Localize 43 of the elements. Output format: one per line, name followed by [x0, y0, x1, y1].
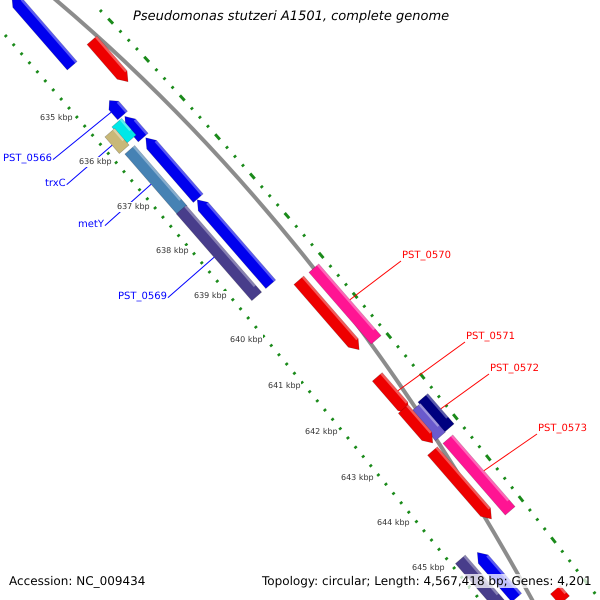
leader-line	[349, 260, 402, 300]
gene-feature	[108, 100, 128, 120]
gene-feature	[372, 372, 410, 414]
leader-line	[483, 434, 538, 472]
gene-bar	[418, 393, 454, 433]
gene-feature	[294, 276, 360, 350]
leader-line	[397, 342, 466, 392]
scale-label: 635 kbp	[40, 113, 73, 123]
gene-label: PST_0569	[118, 291, 167, 303]
gene-bar	[308, 263, 382, 345]
scale-label: 639 kbp	[194, 291, 227, 301]
leader-line	[52, 112, 112, 160]
gene-label: metY	[78, 219, 104, 231]
gene-feature	[196, 199, 276, 289]
scale-label: 637 kbp	[117, 202, 150, 212]
gene-bar	[176, 204, 262, 302]
leader-line	[167, 256, 215, 298]
gene-bar	[442, 434, 516, 516]
scale-label: 638 kbp	[156, 246, 189, 256]
info-text: Accession: NC_009434	[7, 574, 148, 588]
gene-bar	[550, 585, 570, 600]
gene-bar	[104, 128, 130, 154]
gene-label: PST_0572	[490, 363, 539, 375]
gene-feature	[11, 0, 78, 70]
scale-label: 641 kbp	[268, 381, 301, 391]
gene-label: PST_0573	[538, 423, 587, 435]
leader-line	[440, 374, 490, 410]
gene-label: trxC	[45, 178, 66, 190]
scale-label: 636 kbp	[79, 157, 112, 167]
gene-label: PST_0566	[3, 153, 52, 165]
scale-label: 640 kbp	[230, 335, 263, 345]
gene-feature	[145, 137, 204, 203]
gene-feature	[398, 404, 434, 444]
scale-label: 643 kbp	[341, 473, 374, 483]
gene-feature	[427, 446, 492, 520]
gene-bar	[111, 118, 137, 144]
gene-feature	[86, 36, 128, 82]
title: Pseudomonas stutzeri A1501, complete genome	[133, 9, 450, 25]
gene-label: PST_0571	[466, 331, 515, 343]
scale-label: 644 kbp	[377, 518, 410, 528]
gene-label: PST_0570	[402, 250, 451, 262]
scale-label: 642 kbp	[305, 427, 338, 437]
scale-label: 645 kbp	[412, 563, 445, 573]
